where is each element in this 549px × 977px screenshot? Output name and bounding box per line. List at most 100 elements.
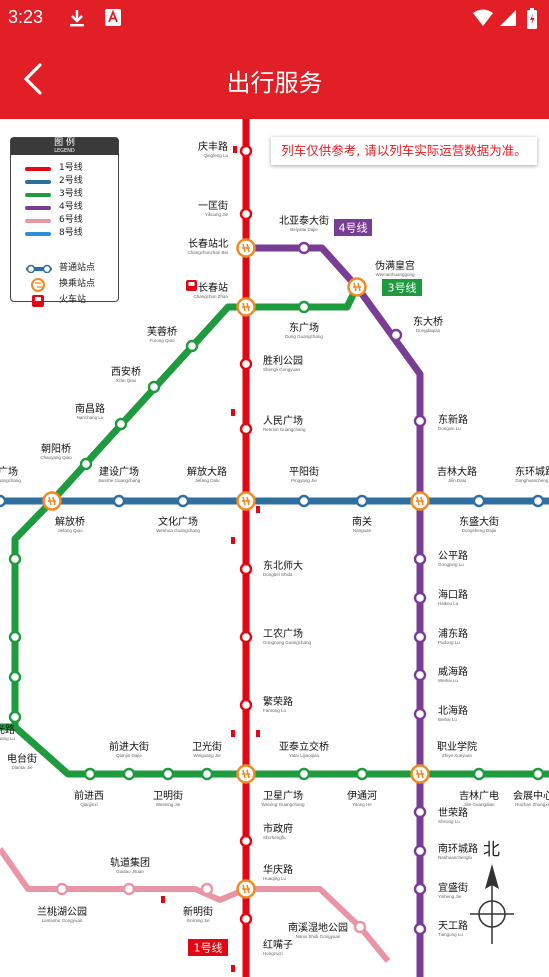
transfer-station-icon[interactable] <box>410 764 430 784</box>
station-dot[interactable] <box>239 207 253 221</box>
station-dot[interactable] <box>122 767 136 781</box>
station-dot[interactable] <box>413 922 427 936</box>
station-dot[interactable] <box>8 670 22 684</box>
station-dot[interactable] <box>355 767 369 781</box>
station-dot[interactable] <box>531 767 545 781</box>
station-label-s34[interactable]: 光路Guang Lu <box>0 723 15 741</box>
station-dot[interactable] <box>239 357 253 371</box>
station-dot[interactable] <box>355 494 369 508</box>
station-dot[interactable] <box>472 767 486 781</box>
station-dot[interactable] <box>79 457 93 471</box>
station-dot[interactable] <box>176 494 190 508</box>
transfer-station-icon[interactable] <box>236 879 256 899</box>
station-dot[interactable] <box>413 882 427 896</box>
station-dot[interactable] <box>239 912 253 926</box>
station-dot[interactable] <box>0 494 7 508</box>
station-dot[interactable] <box>114 417 128 431</box>
station-dot[interactable] <box>297 300 311 314</box>
station-label-s20[interactable]: 东环城路Donghuancheng Lu <box>515 465 549 483</box>
station-dot[interactable] <box>185 339 199 353</box>
transfer-station-icon[interactable] <box>236 491 256 511</box>
transfer-station-icon[interactable] <box>236 297 256 317</box>
station-dot[interactable] <box>200 882 214 896</box>
station-dot[interactable] <box>239 834 253 848</box>
transfer-station-icon[interactable] <box>410 491 430 511</box>
station-dot[interactable] <box>112 494 126 508</box>
station-dot[interactable] <box>413 707 427 721</box>
station-dot[interactable] <box>472 494 486 508</box>
station-dot[interactable] <box>389 328 403 342</box>
station-label-s21[interactable]: 广场Guangchang <box>0 465 21 483</box>
station-dot[interactable] <box>297 767 311 781</box>
station-dot[interactable] <box>122 882 136 896</box>
station-dot[interactable] <box>353 920 367 934</box>
station-dot[interactable] <box>200 767 214 781</box>
station-dot[interactable] <box>161 767 175 781</box>
back-arrow-icon[interactable] <box>16 59 52 99</box>
station-dot[interactable] <box>413 805 427 819</box>
station-dot[interactable] <box>239 698 253 712</box>
transfer-station-icon[interactable] <box>236 764 256 784</box>
station-dot[interactable] <box>239 144 253 158</box>
station-dot[interactable] <box>8 630 22 644</box>
station-dot[interactable] <box>239 562 253 576</box>
station-dot[interactable] <box>531 494 545 508</box>
station-dot[interactable] <box>239 422 253 436</box>
transfer-station-icon[interactable] <box>42 491 62 511</box>
station-dot[interactable] <box>55 882 69 896</box>
station-dot[interactable] <box>8 710 22 724</box>
station-dot[interactable] <box>413 630 427 644</box>
station-dot[interactable] <box>147 380 161 394</box>
station-dot[interactable] <box>413 844 427 858</box>
station-dot[interactable] <box>413 414 427 428</box>
transfer-station-icon[interactable] <box>236 238 256 258</box>
transfer-station-icon[interactable] <box>347 277 367 297</box>
station-dot[interactable] <box>297 241 311 255</box>
